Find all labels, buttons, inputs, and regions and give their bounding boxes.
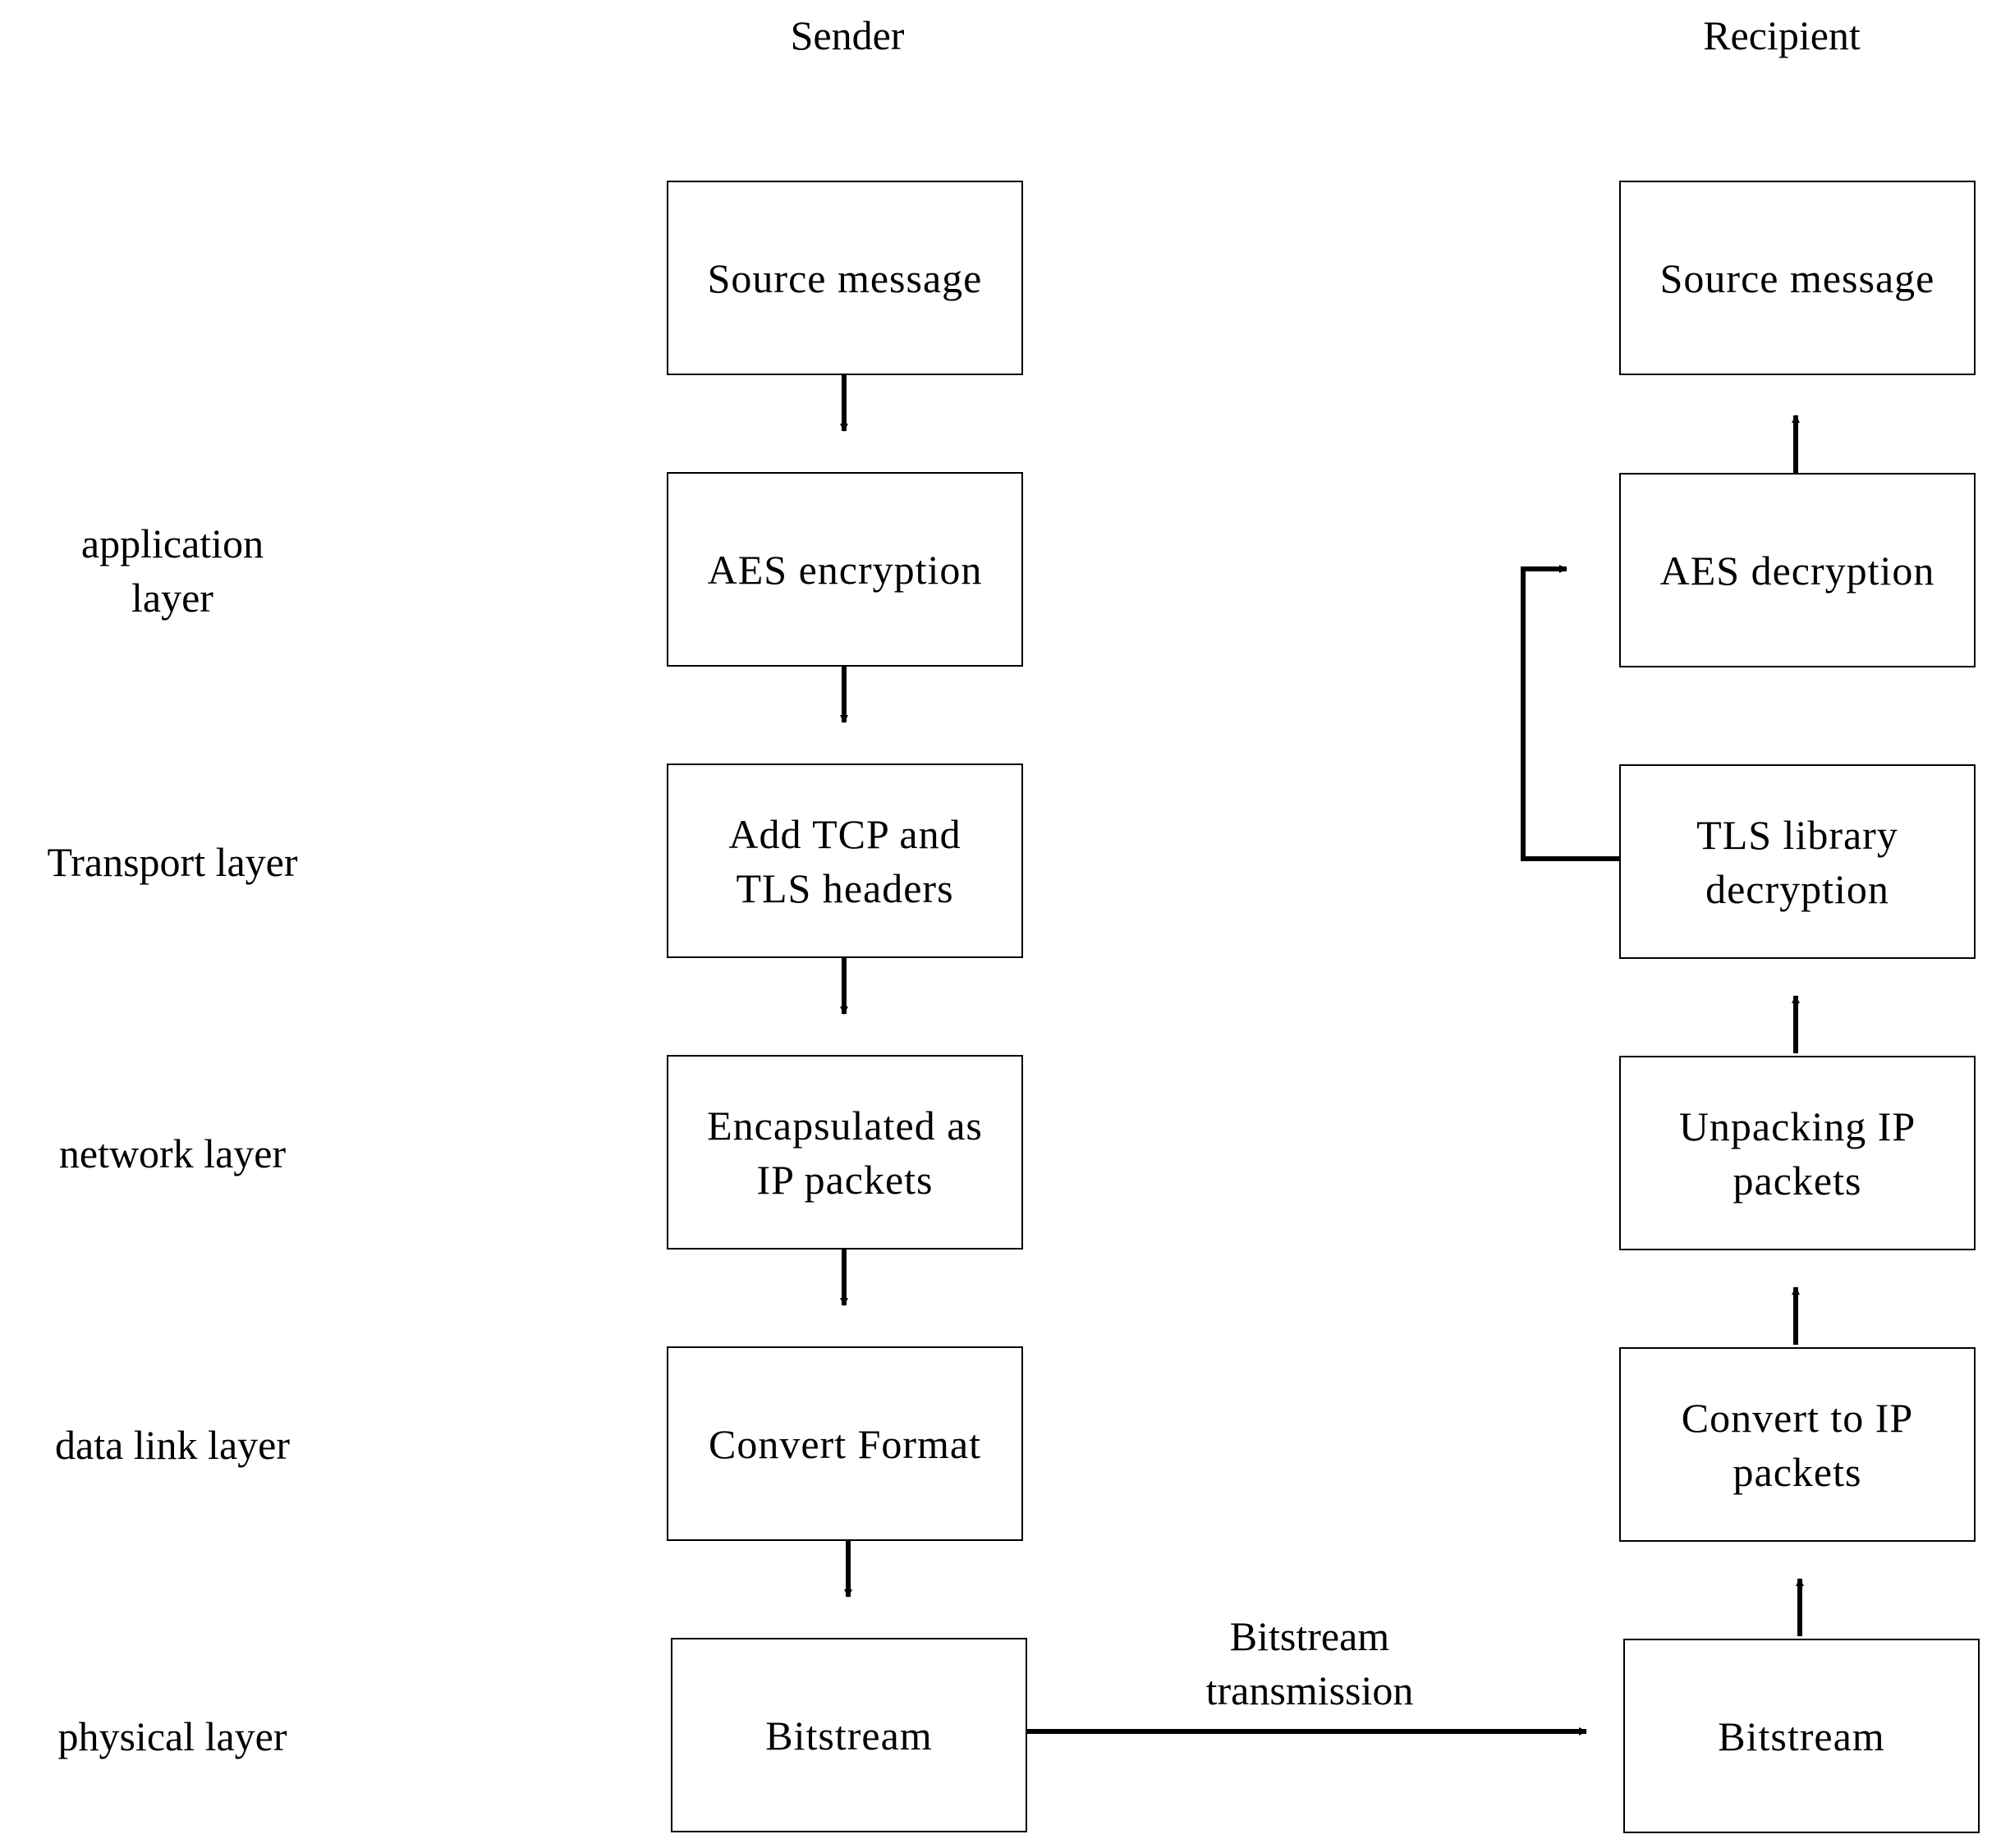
recipient-box-source-message-text: Source message <box>1659 255 1935 301</box>
recipient-box-unpacking-ip: Unpacking IP packets <box>1619 1056 1976 1250</box>
sender-box-convert-format: Convert Format <box>667 1346 1023 1541</box>
layer-label-application: application layer <box>0 505 345 636</box>
sender-box-tcp-tls-headers-text: Add TCP and TLS headers <box>728 810 961 911</box>
sender-box-bitstream-text: Bitstream <box>765 1712 933 1759</box>
recipient-box-convert-to-ip: Convert to IP packets <box>1619 1347 1976 1542</box>
layer-label-data-link: data link layer <box>0 1379 345 1511</box>
sender-box-ip-encapsulation-text: Encapsulated as IP packets <box>707 1102 983 1203</box>
transmission-label-text: Bitstream transmission <box>1205 1613 1414 1713</box>
layer-label-data-link-text: data link layer <box>55 1422 290 1468</box>
recipient-box-aes-decryption-text: AES decryption <box>1659 547 1935 594</box>
layer-label-network-text: network layer <box>58 1130 287 1176</box>
transmission-label: Bitstream transmission <box>1096 1609 1523 1717</box>
layer-label-transport: Transport layer <box>0 796 345 928</box>
recipient-box-aes-decryption: AES decryption <box>1619 473 1976 667</box>
sender-box-convert-format-text: Convert Format <box>708 1420 982 1467</box>
recipient-box-tls-library-decryption: TLS library decryption <box>1619 764 1976 959</box>
arrow-tls-decryption-to-aes-decryption <box>1521 565 1619 861</box>
recipient-box-bitstream-text: Bitstream <box>1718 1713 1885 1759</box>
sender-box-aes-encryption: AES encryption <box>667 472 1023 667</box>
recipient-box-tls-library-decryption-text: TLS library decryption <box>1696 811 1898 912</box>
recipient-box-unpacking-ip-text: Unpacking IP packets <box>1678 1103 1916 1204</box>
sender-box-aes-encryption-text: AES encryption <box>707 546 983 593</box>
layer-label-application-text: application layer <box>80 520 264 621</box>
layer-label-transport-text: Transport layer <box>47 839 298 885</box>
sender-box-source-message-text: Source message <box>707 255 983 301</box>
layer-label-physical-text: physical layer <box>57 1713 287 1759</box>
sender-box-tcp-tls-headers: Add TCP and TLS headers <box>667 764 1023 958</box>
recipient-heading: Recipient <box>1703 12 1861 58</box>
sender-box-ip-encapsulation: Encapsulated as IP packets <box>667 1055 1023 1250</box>
recipient-box-convert-to-ip-text: Convert to IP packets <box>1681 1394 1914 1495</box>
recipient-box-source-message: Source message <box>1619 181 1976 375</box>
sender-box-source-message: Source message <box>667 181 1023 375</box>
recipient-box-bitstream: Bitstream <box>1623 1639 1980 1833</box>
sender-box-bitstream: Bitstream <box>671 1638 1027 1832</box>
layer-label-physical: physical layer <box>0 1671 345 1802</box>
layer-label-network: network layer <box>0 1088 345 1219</box>
sender-heading: Sender <box>790 12 905 58</box>
